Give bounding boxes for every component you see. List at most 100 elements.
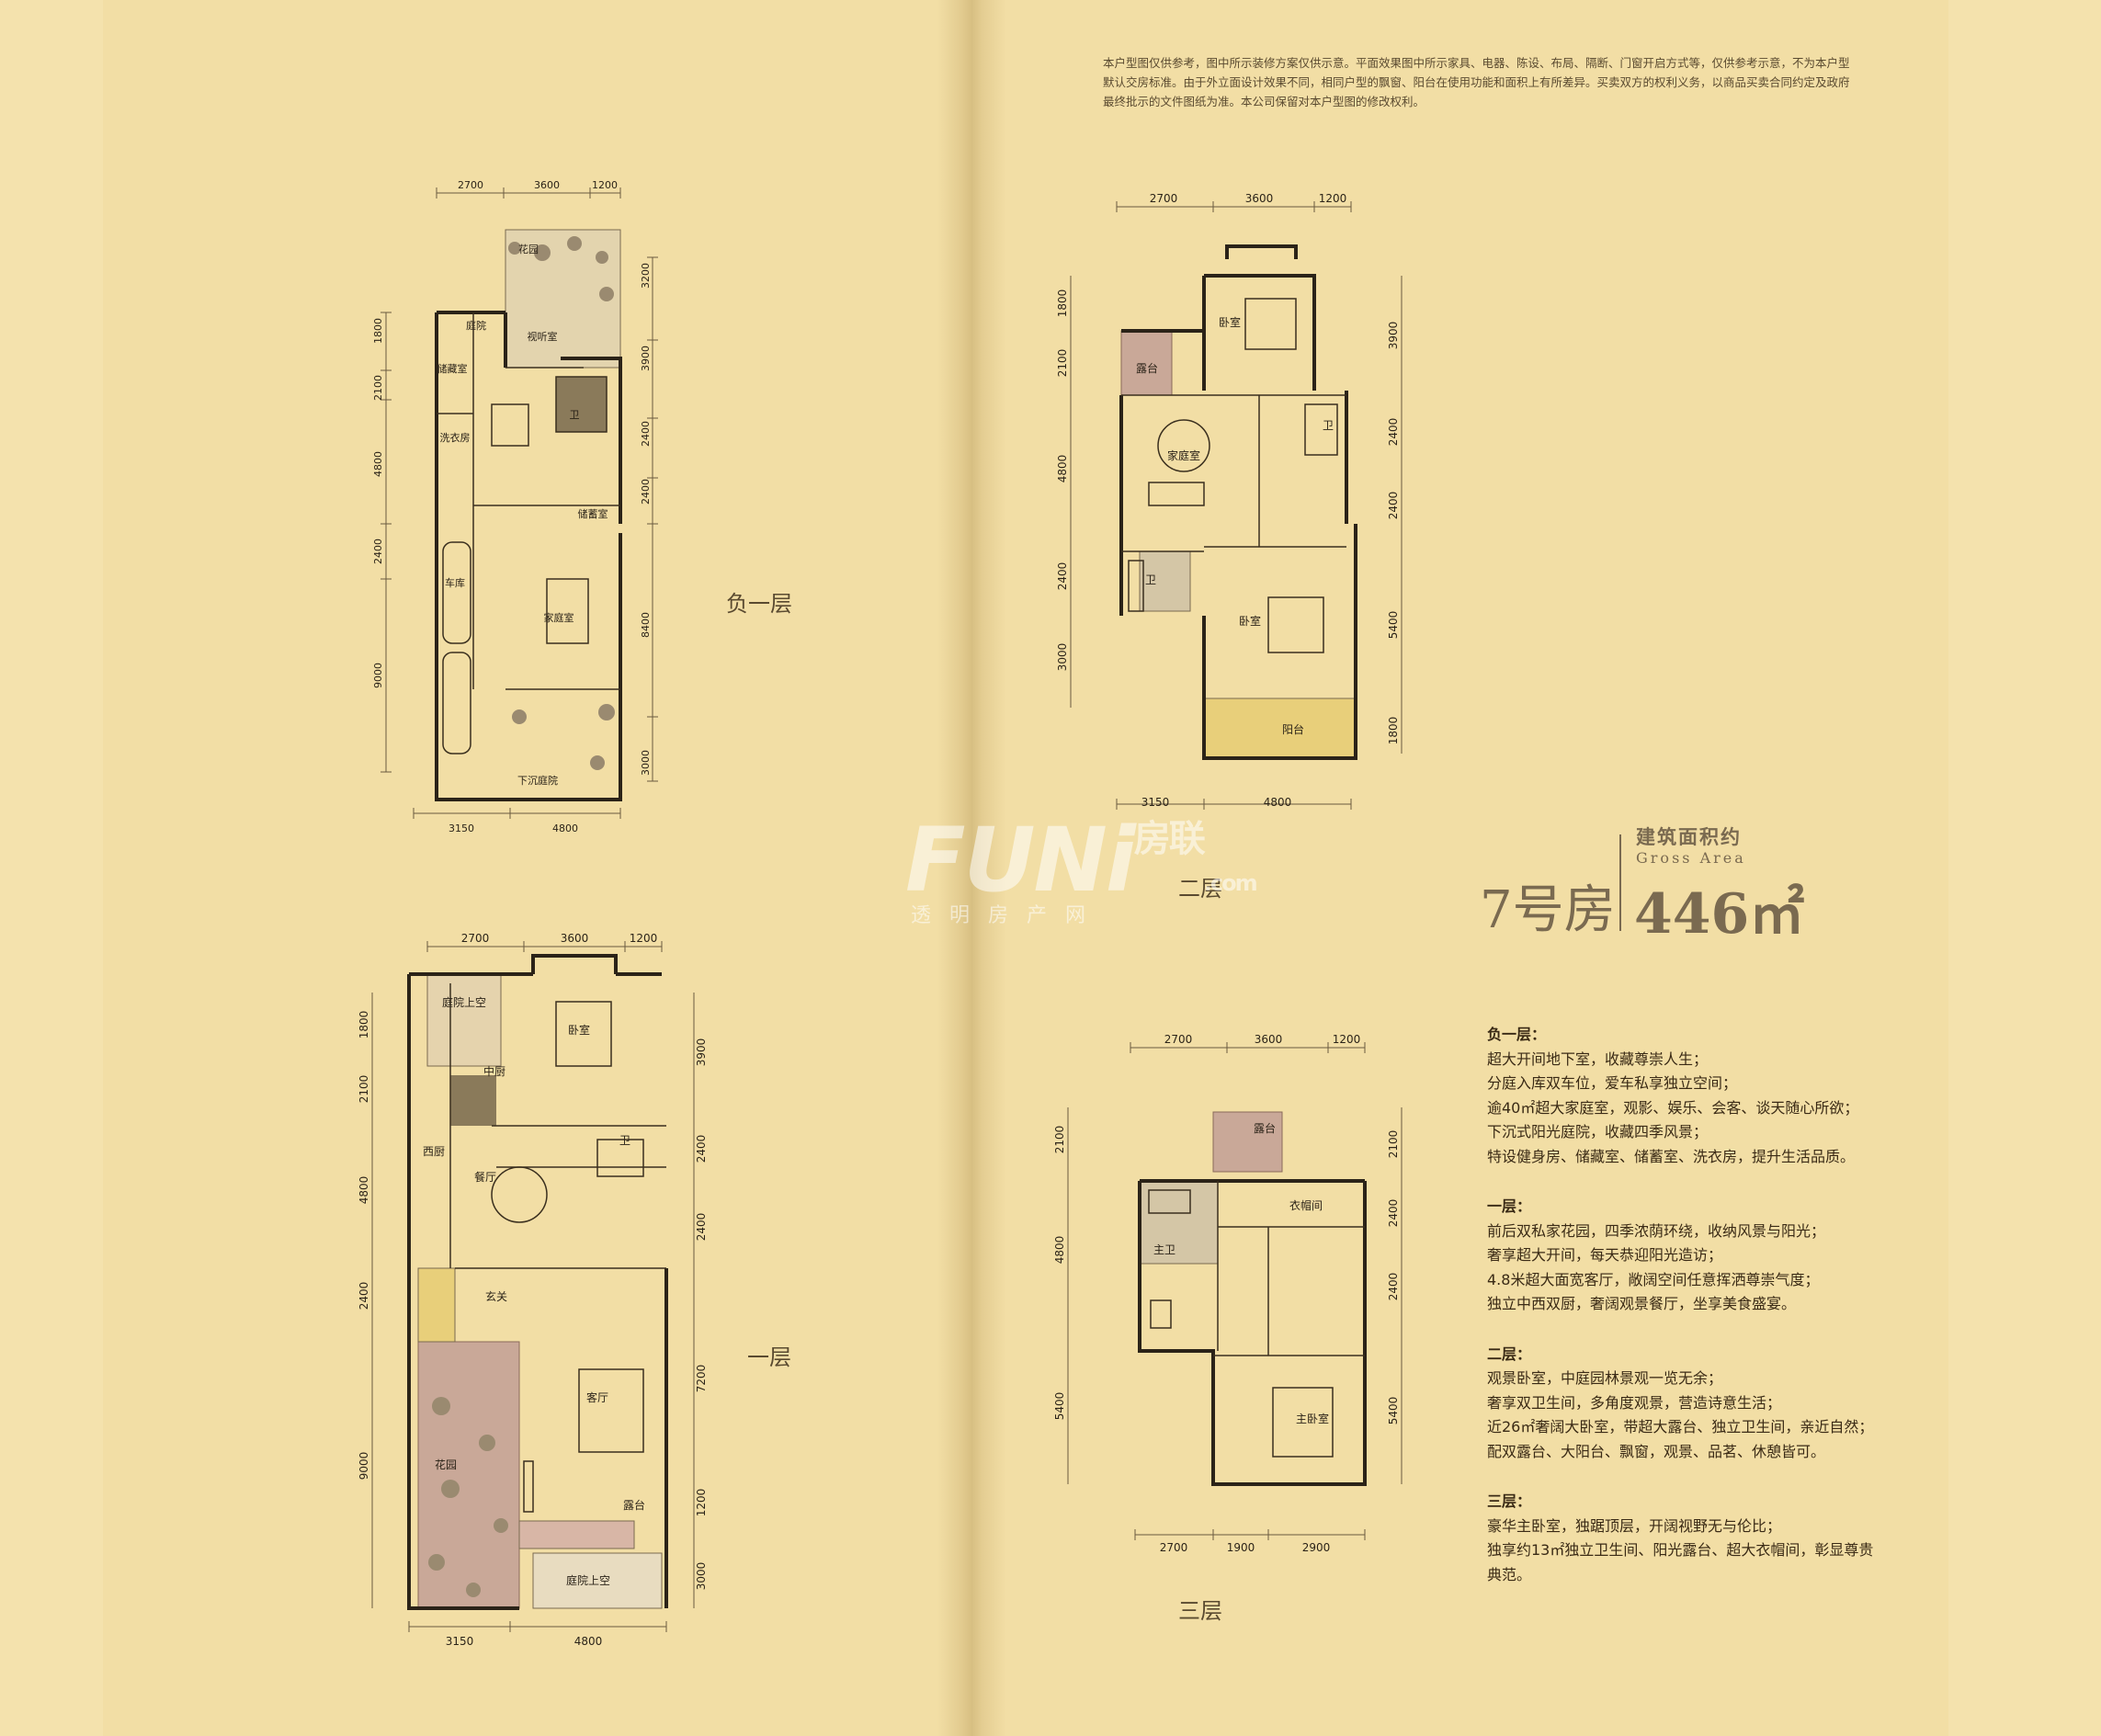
- description-line: 逾40㎡超大家庭室，观影、娱乐、会客、谈天随心所欲；: [1487, 1098, 1859, 1117]
- description-f2: 二层： 观景卧室，中庭园林景观一览无余； 奢享双卫生间，多角度观景，营造诗意生活…: [1487, 1343, 1882, 1465]
- room-foyer: 玄关: [485, 1289, 507, 1303]
- room-storage: 储藏室: [437, 362, 468, 375]
- dim-right-3: 2400: [1387, 492, 1400, 520]
- right-ornament-border: [1948, 0, 2101, 1736]
- description-title: 负一层：: [1487, 1026, 1547, 1043]
- dim-right-1: 3200: [640, 263, 652, 289]
- description-line: 奢享超大开间，每天恭迎阳光造访；: [1487, 1246, 1723, 1264]
- dim-right-4: 5400: [1387, 611, 1400, 640]
- dim-top-1: 2700: [461, 932, 490, 945]
- title-divider: [1619, 834, 1621, 931]
- floor-plan-f3-drawing: 2700 3600 1200 2700 1900 2900 露台 衣帽间 主卫 …: [1053, 1033, 1403, 1554]
- room-family: 家庭室: [544, 611, 574, 624]
- dim-top-3: 1200: [630, 932, 658, 945]
- watermark-main: FUNi: [905, 809, 1136, 912]
- dim-right-4: 5400: [1387, 1397, 1400, 1425]
- floor-label-f2: 二层: [1178, 876, 1222, 902]
- dim-right-1: 3900: [695, 1038, 708, 1067]
- room-bath: 卫: [619, 1134, 630, 1147]
- dim-top-1: 2700: [458, 179, 483, 191]
- floor-plan-b1: 2700 3600 1200 3150 4800 花园 庭院 视听室 储藏室 卫…: [372, 175, 680, 836]
- room-family: 家庭室: [1167, 448, 1200, 462]
- dim-top-2: 3600: [1245, 192, 1274, 205]
- description-line: 配双露台、大阳台、飘窗，观景、品茗、休憩皆可。: [1487, 1442, 1826, 1460]
- dim-right-2: 2400: [1387, 418, 1400, 447]
- dim-top-3: 1200: [1333, 1033, 1361, 1046]
- dim-left-3: 4800: [372, 451, 384, 477]
- room-bath-1: 卫: [1323, 419, 1334, 432]
- floor-label-f1: 一层: [747, 1345, 791, 1370]
- dim-right-2: 2400: [1387, 1199, 1400, 1228]
- dim-right-3: 2400: [695, 1213, 708, 1242]
- dim-left-4: 2400: [1056, 562, 1069, 591]
- dim-left-2: 2100: [372, 375, 384, 401]
- watermark-sub: 透明房产网: [911, 904, 1105, 927]
- room-living: 客厅: [586, 1390, 608, 1404]
- dim-left-3: 4800: [358, 1176, 370, 1205]
- description-line: 分庭入库双车位，爱车私享独立空间；: [1487, 1074, 1738, 1092]
- dim-bottom-2: 4800: [574, 1635, 603, 1648]
- room-chinese-kitchen: 中厨: [483, 1064, 505, 1078]
- description-b1: 负一层： 超大开间地下室，收藏尊崇人生； 分庭入库双车位，爱车私享独立空间； 逾…: [1487, 1023, 1882, 1169]
- room-terrace: 露台: [1254, 1121, 1276, 1135]
- watermark-domain: .com: [1203, 870, 1258, 896]
- house-name: 7号房: [1480, 880, 1616, 940]
- dim-top-3: 1200: [1319, 192, 1347, 205]
- dim-left-5: 9000: [372, 663, 384, 688]
- room-laundry: 洗衣房: [440, 431, 471, 444]
- description-f3: 三层： 豪华主卧室，独踞顶层，开阔视野无与伦比； 独享约13㎡独立卫生间、阳光露…: [1487, 1490, 1882, 1587]
- dim-right-5: 8400: [640, 612, 652, 638]
- dim-right-6: 3000: [640, 750, 652, 776]
- floor-plan-f2: 2700 3600 1200 3150 4800 卧室 露台 卫 家庭室 卫 卧…: [1029, 184, 1425, 827]
- dim-right-1: 2100: [1387, 1130, 1400, 1159]
- room-courtyard-void-1: 庭院上空: [442, 995, 486, 1009]
- room-terrace: 露台: [623, 1498, 645, 1512]
- dim-top-1: 2700: [1150, 192, 1178, 205]
- floor-plan-f3: 2700 3600 1200 2700 1900 2900 露台 衣帽间 主卫 …: [1048, 1025, 1434, 1558]
- dim-right-5: 1800: [1387, 717, 1400, 745]
- description-line: 特设健身房、储藏室、储蓄室、洗衣房，提升生活品质。: [1487, 1147, 1856, 1165]
- dim-left-1: 1800: [1056, 289, 1069, 318]
- description-line: 4.8米超大面宽客厅，敞阔空间任意挥洒尊崇气度；: [1487, 1270, 1820, 1288]
- dim-left-2: 4800: [1053, 1236, 1066, 1265]
- description-line: 超大开间地下室，收藏尊崇人生；: [1487, 1050, 1709, 1068]
- floor-plan-f2-drawing: 2700 3600 1200 3150 4800 卧室 露台 卫 家庭室 卫 卧…: [1056, 192, 1403, 810]
- dim-top-2: 3600: [561, 932, 589, 945]
- dim-top-2: 3600: [1255, 1033, 1283, 1046]
- dim-right-2: 3900: [640, 346, 652, 371]
- floor-label-f3: 三层: [1178, 1598, 1222, 1624]
- room-bath-2: 卫: [1145, 573, 1156, 586]
- description-line: 下沉式阳光庭院，收藏四季风景；: [1487, 1123, 1709, 1140]
- dim-left-1: 2100: [1053, 1126, 1066, 1154]
- dim-right-2: 2400: [695, 1135, 708, 1163]
- room-courtyard: 庭院: [466, 319, 486, 332]
- room-dining: 餐厅: [474, 1170, 496, 1184]
- dim-top-2: 3600: [534, 179, 560, 191]
- dim-bottom-1: 2700: [1160, 1541, 1188, 1554]
- room-terrace: 露台: [1136, 361, 1158, 375]
- room-balcony: 阳台: [1282, 722, 1304, 736]
- dim-bottom-1: 3150: [1141, 796, 1170, 809]
- area-value: 446㎡: [1634, 882, 1805, 947]
- room-bath: 卫: [570, 409, 580, 421]
- room-bedroom-2: 卧室: [1239, 614, 1261, 628]
- dim-bottom-2: 4800: [1264, 796, 1292, 809]
- watermark-logo: FUNi房联.com 透明房产网: [905, 809, 1258, 928]
- dim-right-3: 2400: [640, 421, 652, 447]
- dim-right-4: 7200: [695, 1365, 708, 1393]
- dim-left-5: 9000: [358, 1452, 370, 1481]
- book-spine: [937, 0, 1006, 1736]
- dim-bottom-3: 2900: [1302, 1541, 1331, 1554]
- dim-right-3: 2400: [1387, 1273, 1400, 1301]
- dim-left-2: 2100: [1056, 349, 1069, 378]
- room-garage: 车库: [445, 576, 465, 589]
- room-reserve: 储蓄室: [578, 507, 608, 520]
- dim-right-4: 2400: [640, 479, 652, 505]
- description-title: 二层：: [1487, 1345, 1532, 1363]
- area-label-cn: 建筑面积约: [1636, 826, 1742, 848]
- room-master-bedroom: 主卧室: [1296, 1412, 1329, 1425]
- dim-bottom-2: 4800: [552, 823, 578, 834]
- dim-left-4: 2400: [358, 1282, 370, 1311]
- floor-plan-f1: 2700 3600 1200 3150 4800 庭院上空 卧室 中厨 卫 西厨…: [349, 928, 717, 1663]
- room-garden: 花园: [435, 1458, 457, 1471]
